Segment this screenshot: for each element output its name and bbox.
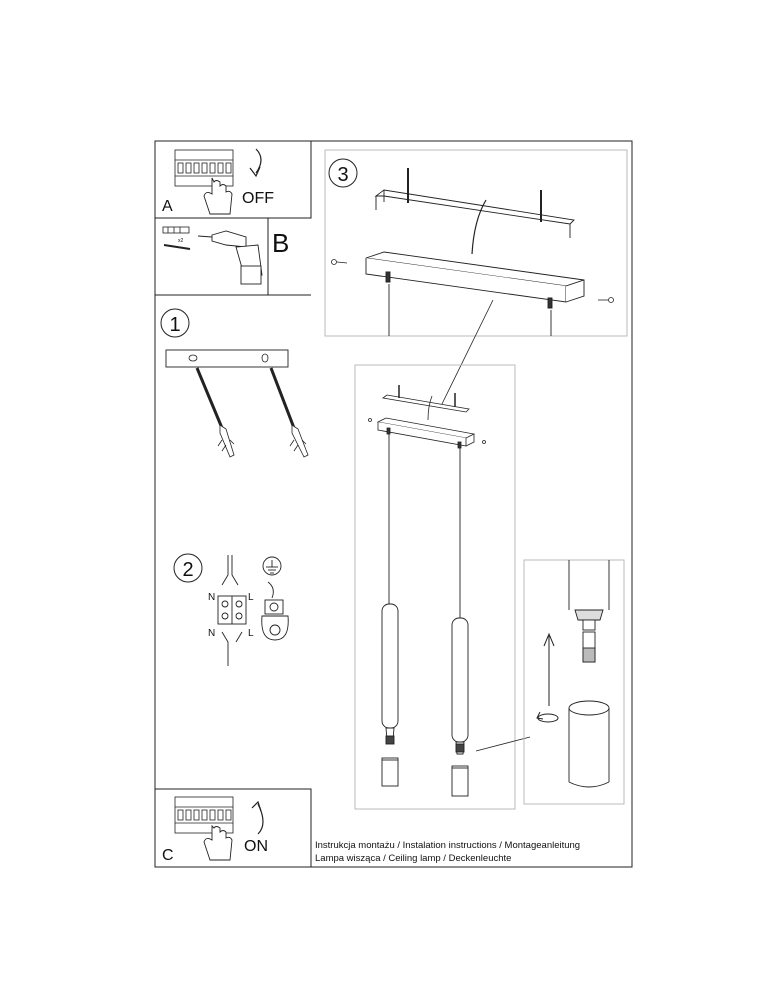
terminal-block-icon xyxy=(217,555,247,666)
switch-on-label: ON xyxy=(244,838,268,855)
step-2-number: 2 xyxy=(182,559,193,581)
panel-b-letter: B xyxy=(272,228,289,258)
shade-cylinder xyxy=(568,700,610,788)
arrow-down-icon xyxy=(255,148,262,174)
leader-line-bottom xyxy=(475,736,531,752)
breaker-box-icon xyxy=(174,796,234,834)
anchor-qty: x2 xyxy=(178,238,184,244)
terminal-n-top: N xyxy=(208,592,215,603)
ceiling-plate xyxy=(165,349,289,368)
drill-icon xyxy=(197,230,263,285)
mounting-bracket xyxy=(374,168,575,238)
panel-b: x2 B xyxy=(154,217,289,296)
screw-anchor-left-icon xyxy=(195,367,235,458)
sheet-frame xyxy=(154,140,633,868)
leader-line-top xyxy=(439,299,494,409)
panel-a: OFF A xyxy=(154,140,312,219)
footer-line-1: Instrukcja montażu / Instalation instruc… xyxy=(315,840,581,851)
hole-right xyxy=(261,353,269,363)
ground-symbol-icon xyxy=(262,556,282,576)
panel-c: ON C xyxy=(154,788,312,868)
step-3-number: 3 xyxy=(337,164,348,186)
cable xyxy=(471,199,487,255)
step-3-detail: 3 xyxy=(324,149,628,337)
screw-anchor-right-icon xyxy=(269,367,309,458)
terminal-l-top: L xyxy=(248,592,254,603)
footer-line-2: Lampa wisząca / Ceiling lamp / Deckenleu… xyxy=(315,853,512,864)
switch-off-label: OFF xyxy=(242,190,274,207)
wall-plug-icon xyxy=(162,226,191,250)
canopy xyxy=(365,251,585,309)
hand-icon xyxy=(203,177,233,215)
step-2: 2 N L N L xyxy=(173,553,289,666)
panel-c-letter: C xyxy=(162,847,174,864)
screw-left-icon xyxy=(331,259,348,265)
socket-part xyxy=(568,560,610,663)
screw-right-icon xyxy=(598,297,614,303)
arrow-up-icon xyxy=(543,632,555,706)
step-1: 1 xyxy=(160,308,309,458)
lamp-assembly xyxy=(354,364,516,810)
lamp-tube-left xyxy=(381,603,399,787)
rotate-arrow-icon xyxy=(536,711,559,723)
hole-left xyxy=(188,354,198,362)
small-bracket xyxy=(382,385,470,421)
lamp-tube-right xyxy=(451,617,469,797)
ground-clamp-icon xyxy=(261,581,289,641)
hand-icon xyxy=(203,824,233,861)
panel-a-letter: A xyxy=(162,198,173,215)
step-1-number: 1 xyxy=(169,314,180,336)
shade-detail xyxy=(523,559,625,805)
terminal-l-bottom: L xyxy=(248,628,254,639)
breaker-box-icon xyxy=(174,149,234,187)
small-canopy xyxy=(368,417,486,449)
terminal-n-bottom: N xyxy=(208,628,215,639)
